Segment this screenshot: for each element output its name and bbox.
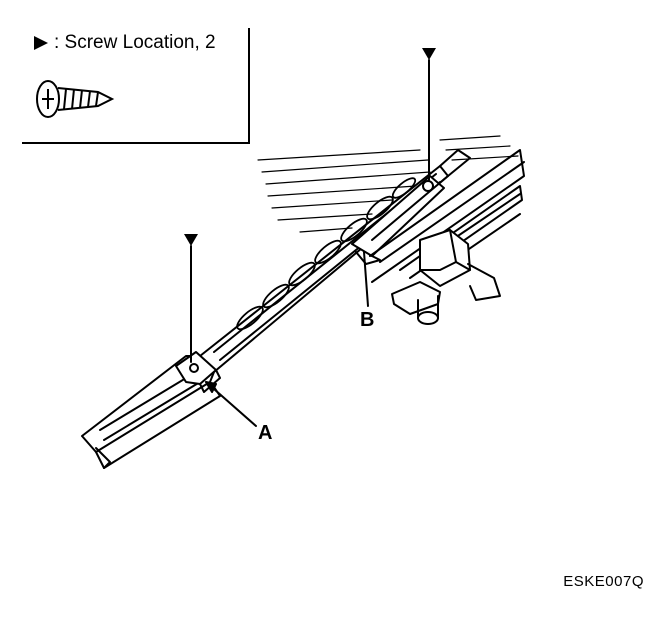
figure-code: ESKE007Q: [563, 573, 644, 590]
legend-text: : Screw Location, 2: [54, 32, 216, 53]
bracket-b: [351, 175, 449, 265]
callout-leaders: [205, 251, 369, 427]
screw-marker-lower: [184, 234, 198, 363]
slider-block: [391, 229, 501, 325]
screw-icon: [36, 80, 115, 118]
legend-row: : Screw Location, 2: [34, 32, 216, 54]
callout-a-label: A: [258, 422, 273, 444]
callout-b-label: B: [360, 309, 375, 331]
screw-marker-upper: [422, 48, 436, 181]
rail-slots: [236, 177, 417, 331]
panel-slats: [257, 135, 519, 233]
triangle-right-icon: [34, 36, 48, 50]
legend-box: : Screw Location, 2: [22, 28, 250, 144]
guide-track: [369, 149, 525, 283]
